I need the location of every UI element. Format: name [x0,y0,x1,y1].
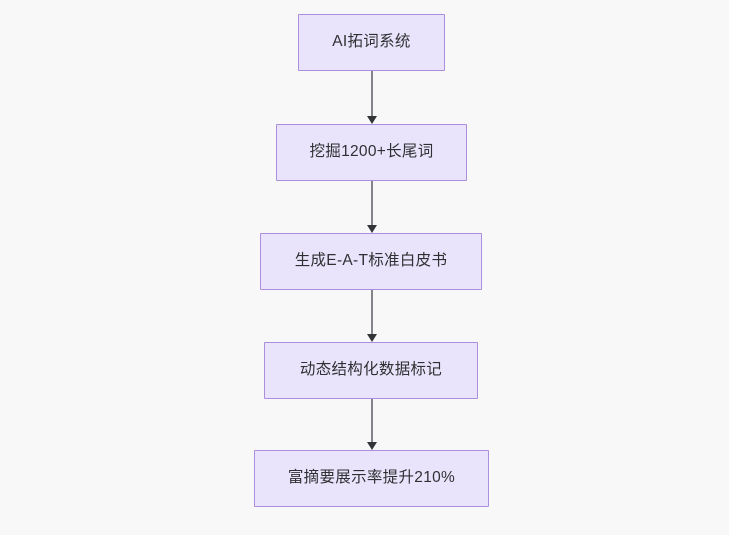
flow-node-rich-snippet-result[interactable]: 富摘要展示率提升210% [254,450,489,507]
edge-line [371,399,373,443]
arrowhead-icon [366,115,377,124]
flow-node-label: 富摘要展示率提升210% [287,469,456,487]
flow-node-ai-keyword-system[interactable]: AI拓词系统 [298,14,445,71]
flow-node-label: 生成E-A-T标准白皮书 [294,252,448,270]
flow-node-label: 挖掘1200+长尾词 [309,143,434,161]
flow-node-label: 动态结构化数据标记 [299,361,443,379]
flow-node-longtail-mining[interactable]: 挖掘1200+长尾词 [276,124,467,181]
flow-node-eat-whitepaper[interactable]: 生成E-A-T标准白皮书 [260,233,482,290]
edge-line [371,290,373,335]
edge-line [371,71,373,117]
flow-node-structured-data-markup[interactable]: 动态结构化数据标记 [264,342,478,399]
arrowhead-icon [366,441,377,450]
flow-node-label: AI拓词系统 [332,33,411,51]
edge-line [371,181,373,226]
arrowhead-icon [366,333,377,342]
arrowhead-icon [366,224,377,233]
